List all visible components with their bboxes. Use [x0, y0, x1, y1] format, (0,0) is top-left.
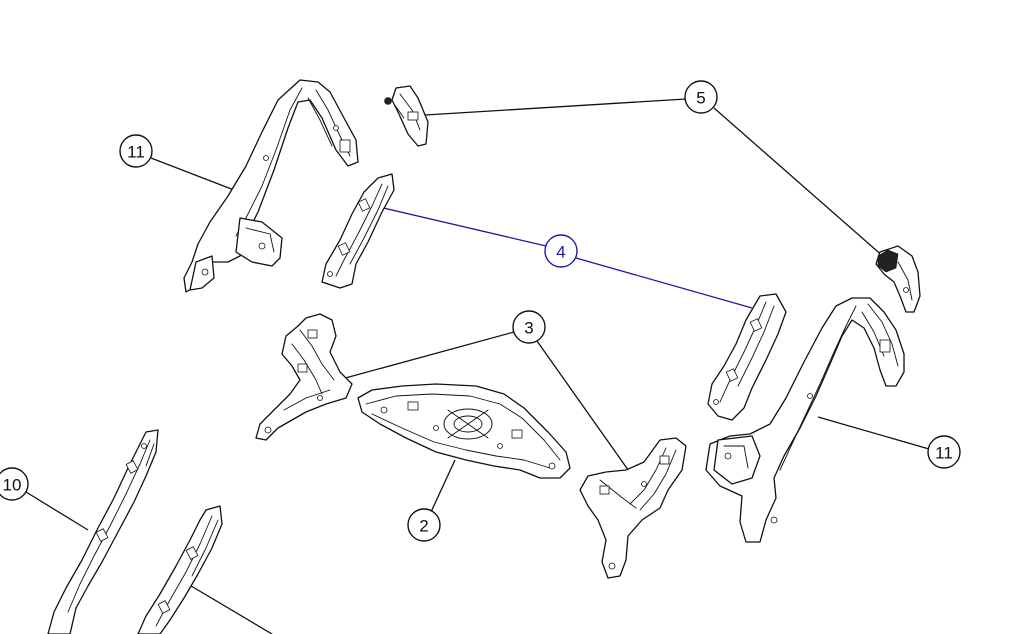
part-10-lower-left-pillar: [47, 429, 159, 634]
callout-circle: [927, 435, 961, 469]
callout-circle: [407, 508, 441, 542]
callout-label: 3: [524, 319, 533, 338]
callout-5: 5: [684, 80, 718, 114]
callout-2: 2: [407, 508, 441, 542]
part-4-right-reinforcement: [707, 293, 787, 421]
callout-11-upper-left: 11: [119, 134, 153, 168]
leader-10: [25, 491, 89, 531]
callout-label: 5: [696, 89, 705, 108]
callout-label: 2: [419, 517, 428, 536]
callout-circle: [512, 310, 546, 344]
callout-10: 10: [0, 467, 29, 501]
callout-circle: [544, 234, 578, 268]
part-3-right-bracket: [579, 437, 687, 579]
callout-4: 4: [544, 234, 578, 268]
callout-label: 11: [935, 444, 953, 463]
part-11-left-roof-rail: [183, 79, 359, 293]
leader-4a: [374, 205, 547, 247]
callout-label: 10: [3, 476, 22, 495]
leader-4b: [575, 257, 753, 309]
leader-5b: [713, 107, 886, 259]
part-2-center-crossmember: [357, 383, 571, 479]
part-5-upper-bracket: [384, 85, 429, 147]
leader-bottom: [180, 579, 273, 634]
callout-label: 4: [556, 243, 565, 262]
leader-5a: [424, 98, 687, 116]
part-3-left-bracket: [255, 313, 353, 441]
callout-11-right: 11: [927, 435, 961, 469]
part-4-left-reinforcement: [321, 173, 395, 289]
leader-2: [430, 459, 456, 513]
leader-3b: [536, 340, 632, 475]
leader-lines: [25, 98, 930, 634]
leader-11b: [817, 416, 930, 450]
callout-label: 11: [127, 143, 145, 162]
part-5-right-cap: [875, 245, 921, 313]
part-11-right-roof-rail: [705, 297, 905, 543]
leader-11a: [150, 157, 235, 191]
part-lower-center-pillar: [137, 505, 223, 634]
callout-3: 3: [512, 310, 546, 344]
callout-circle: [0, 467, 29, 501]
callout-circle: [684, 80, 718, 114]
callout-circle: [119, 134, 153, 168]
leader-3a: [337, 331, 515, 381]
